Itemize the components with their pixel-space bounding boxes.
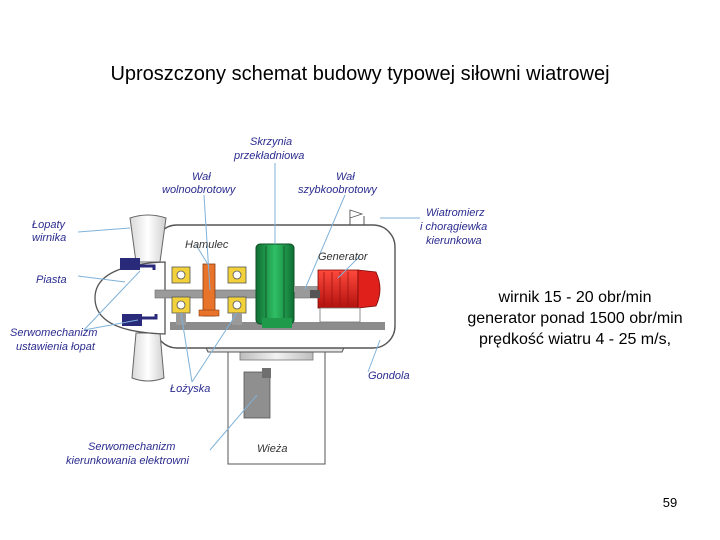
wind-turbine-diagram: Łopaty wirnika Piasta Serwomechanizm ust… — [10, 136, 487, 467]
label-piasta: Piasta — [36, 274, 67, 286]
label-lopaty-2: wirnika — [32, 232, 66, 244]
spec-line-wind-speed: prędkość wiatru 4 - 25 m/s, — [478, 331, 672, 348]
diagram-labels: Łopaty wirnika Piasta Serwomechanizm ust… — [10, 136, 487, 467]
yaw-servo — [243, 368, 271, 419]
high-speed-shaft — [294, 286, 318, 292]
label-generator: Generator — [318, 251, 369, 263]
spec-line-rotor: wirnik 15 - 20 obr/min — [498, 289, 652, 306]
bearings — [171, 266, 247, 325]
label-gondola: Gondola — [368, 370, 410, 382]
pitch-servos — [120, 258, 158, 326]
label-lopaty-1: Łopaty — [32, 219, 67, 231]
label-skrzynia-2: przekładniowa — [233, 150, 304, 162]
leader-lines — [77, 163, 420, 451]
turbine-specs: wirnik 15 - 20 obr/min generator ponad 1… — [440, 287, 710, 350]
label-hamulec: Hamulec — [185, 239, 229, 251]
wind-vane — [349, 209, 365, 225]
label-skrzynia-1: Skrzynia — [250, 136, 292, 148]
label-serwo-gondoli-1: Serwomechanizm — [88, 441, 175, 453]
generator — [310, 269, 381, 323]
label-wieza: Wieża — [257, 443, 287, 455]
spec-line-generator: generator ponad 1500 obr/min — [467, 310, 683, 327]
label-wal-wolno-2: wolnoobrotowy — [162, 184, 237, 196]
label-wal-szybko-2: szybkoobrotowy — [298, 184, 378, 196]
label-serwo-gondoli-2: kierunkowania elektrowni — [66, 455, 189, 467]
label-wal-szybko-1: Wał — [336, 171, 355, 183]
label-serwo-lopat-1: Serwomechanizm — [10, 327, 97, 339]
brake — [198, 263, 220, 317]
gearbox — [255, 243, 295, 328]
label-wiatromierz-2: i chorągiewka — [420, 221, 487, 233]
label-serwo-lopat-2: ustawienia łopat — [16, 341, 96, 353]
label-wal-wolno-1: Wał — [192, 171, 211, 183]
label-wiatromierz-3: kierunkowa — [426, 235, 482, 247]
page-number: 59 — [662, 495, 678, 510]
label-lozyska: Łożyska — [170, 383, 210, 395]
rotor-blades — [129, 214, 167, 382]
label-wiatromierz-1: Wiatromierz — [426, 207, 485, 219]
page-title: Uproszczony schemat budowy typowej siłow… — [110, 63, 610, 85]
